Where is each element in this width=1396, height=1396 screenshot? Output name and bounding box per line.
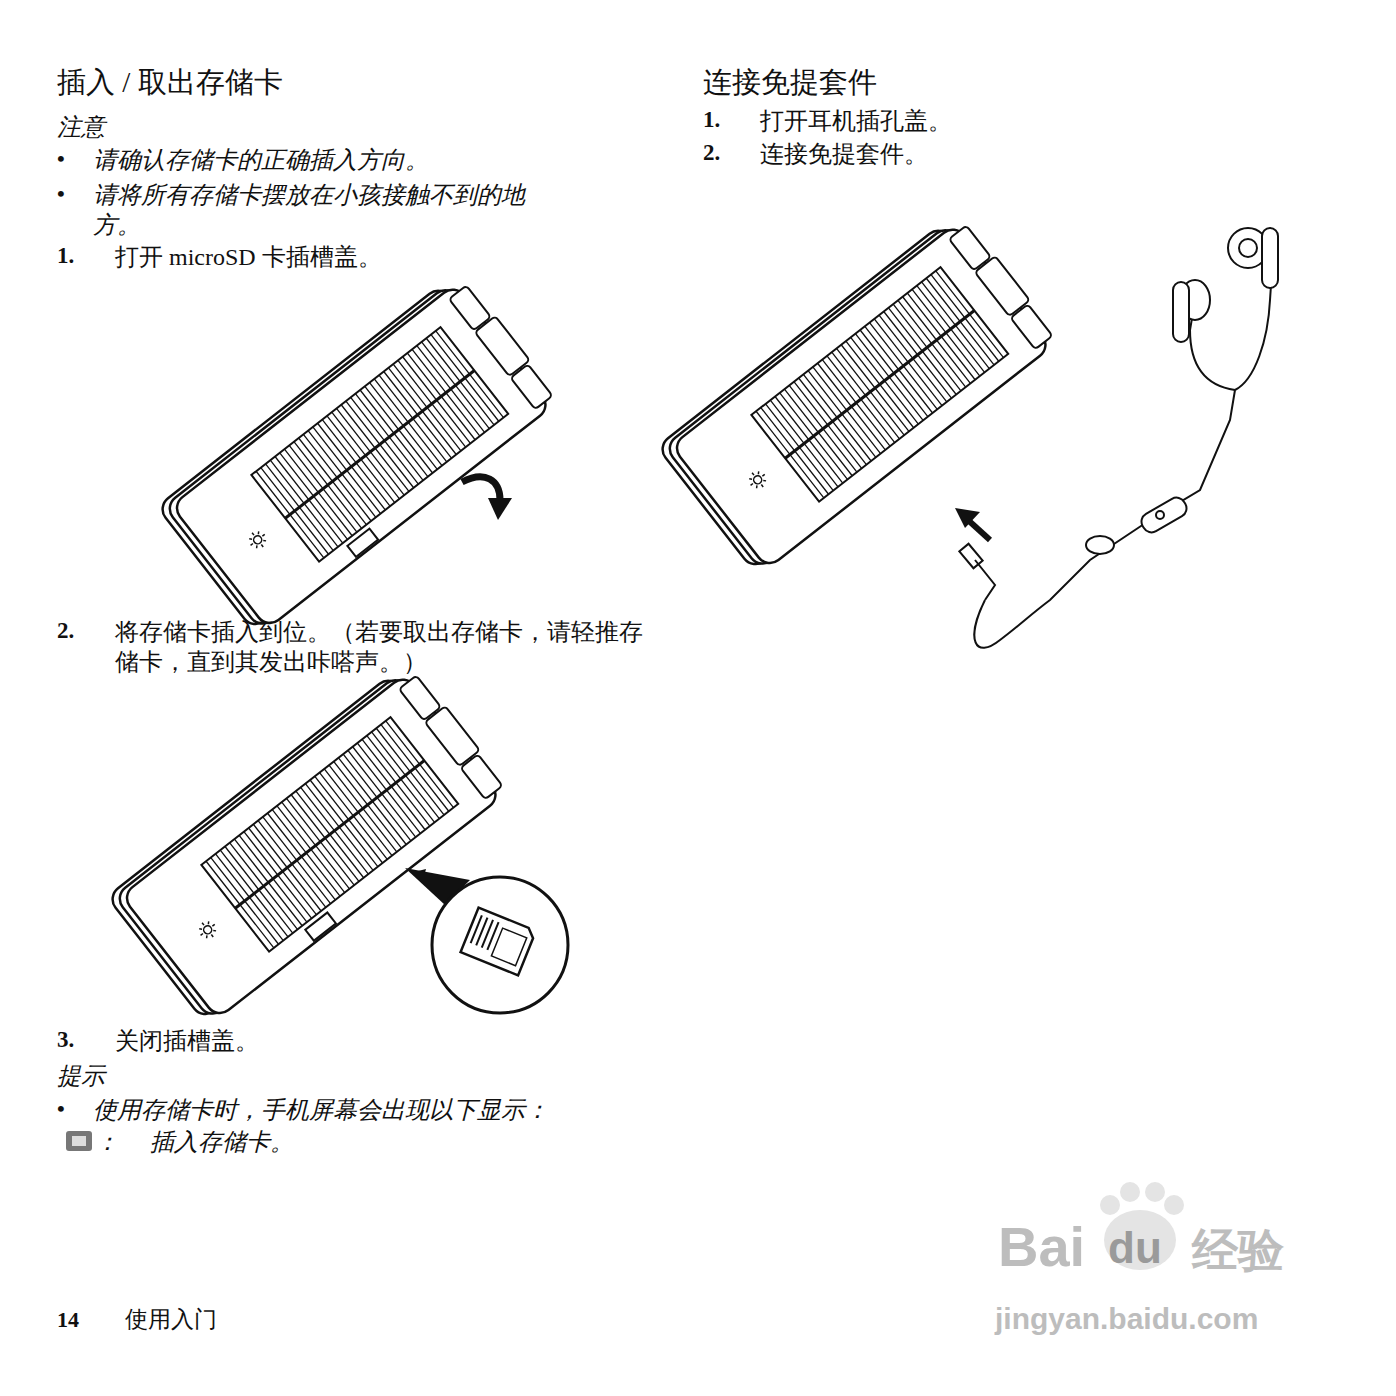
- step-text: 打开耳机插孔盖。: [760, 106, 1160, 136]
- watermark: jingyan.baidu.com: [995, 1300, 1325, 1338]
- tip-colon: ：: [95, 1127, 135, 1157]
- step-number: 1.: [703, 106, 753, 135]
- note-heading: 注意: [57, 112, 257, 142]
- bullet: •: [57, 1095, 87, 1123]
- tip-text: 插入存储卡。: [150, 1127, 450, 1157]
- step-text: 打开 microSD 卡插槽盖。: [115, 242, 635, 272]
- note-text: 请确认存储卡的正确插入方向。: [93, 145, 653, 175]
- step-text: 将存储卡插入到位。（若要取出存储卡，请轻推存储卡，直到其发出咔嗒声。）: [115, 617, 660, 677]
- tip-text: 使用存储卡时，手机屏幕会出现以下显示：: [93, 1095, 653, 1125]
- step-text: 关闭插槽盖。: [115, 1026, 515, 1056]
- step-text: 连接免提套件。: [760, 139, 1160, 169]
- watermark: du: [1108, 1220, 1178, 1275]
- bullet: •: [57, 180, 87, 208]
- watermark: Bai: [998, 1212, 1118, 1282]
- step-number: 1.: [57, 242, 107, 271]
- tip-heading: 提示: [57, 1061, 257, 1091]
- page-number: 14: [57, 1306, 117, 1334]
- page-footer: 使用入门: [125, 1306, 325, 1335]
- note-text: 请将所有存储卡摆放在小孩接触不到的地方。: [93, 180, 533, 240]
- section-heading: 插入 / 取出存储卡: [57, 64, 557, 100]
- watermark: 经验: [1192, 1222, 1312, 1280]
- section-heading: 连接免提套件: [703, 64, 1203, 100]
- step-number: 3.: [57, 1026, 107, 1055]
- step-number: 2.: [703, 139, 753, 168]
- bullet: •: [57, 145, 87, 173]
- step-number: 2.: [57, 617, 107, 646]
